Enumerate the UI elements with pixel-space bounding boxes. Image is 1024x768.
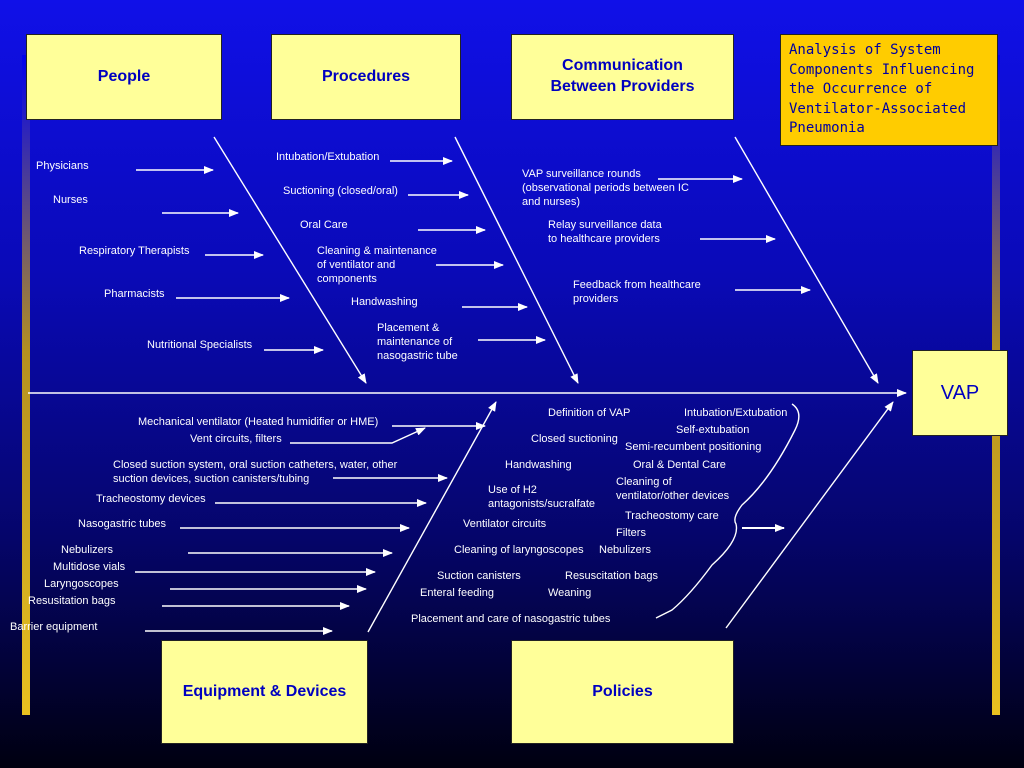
policies-item: Tracheostomy care — [625, 510, 719, 522]
people-bone — [213, 136, 367, 384]
policies-bone — [725, 401, 894, 629]
procedures-item: Handwashing — [351, 296, 418, 308]
people-item: Respiratory Therapists — [79, 245, 190, 257]
policies-item: Cleaning of ventilator/other devices — [616, 476, 730, 502]
category-policies: Policies — [511, 640, 734, 744]
policies-item: Nebulizers — [599, 544, 651, 556]
equipment-item: Multidose vials — [53, 561, 126, 573]
policies-item: Placement and care of nasogastric tubes — [411, 613, 611, 625]
category-communication: Communication Between Providers — [511, 34, 734, 120]
policies-item: Use of H2 antagonists/sucralfate — [488, 484, 596, 510]
equipment-item: Tracheostomy devices — [96, 493, 206, 505]
equipment-item: Laryngoscopes — [44, 578, 119, 590]
category-procedures-label: Procedures — [321, 67, 411, 85]
diagram-title: Analysis of System Components Influencin… — [780, 34, 998, 146]
category-equipment-label: Equipment & Devices — [182, 682, 347, 700]
category-people: People — [26, 34, 222, 120]
category-people-label: People — [97, 67, 151, 85]
people-item: Nurses — [53, 194, 88, 206]
equipment-item: Nebulizers — [61, 544, 113, 556]
policies-item: Intubation/Extubation — [684, 407, 788, 419]
procedures-item: Suctioning (closed/oral) — [283, 185, 398, 197]
people-item: Physicians — [36, 160, 89, 172]
policies-item: Filters — [616, 527, 646, 539]
equipment-item: Nasogastric tubes — [78, 518, 167, 530]
policies-item: Closed suctioning — [531, 433, 618, 445]
procedures-item: Cleaning & maintenance of ventilator and… — [317, 245, 437, 285]
communication-item: Relay surveillance data to healthcare pr… — [548, 219, 662, 245]
communication-item: VAP surveillance rounds (observational p… — [522, 168, 689, 208]
procedures-bone — [454, 136, 579, 384]
policies-item: Handwashing — [505, 459, 572, 471]
policies-item: Definition of VAP — [548, 407, 631, 419]
equipment-bone — [367, 401, 497, 633]
equipment-item: Closed suction system, oral suction cath… — [113, 459, 398, 485]
equipment-item: Vent circuits, filters — [190, 433, 282, 445]
policies-item: Oral & Dental Care — [633, 459, 726, 471]
equipment-item: Resusitation bags — [28, 595, 116, 607]
effect-vap: VAP — [912, 350, 1008, 436]
category-equipment: Equipment & Devices — [161, 640, 368, 744]
policies-item: Resuscitation bags — [565, 570, 658, 582]
policies-item: Cleaning of laryngoscopes — [454, 544, 584, 556]
policies-item: Suction canisters — [437, 570, 521, 582]
left-decor-bar — [22, 55, 30, 715]
equipment-item: Mechanical ventilator (Heated humidifier… — [138, 416, 379, 428]
people-item: Pharmacists — [104, 288, 165, 300]
equipment-item: Barrier equipment — [10, 621, 98, 633]
policies-item: Enteral feeding — [420, 587, 494, 599]
procedures-item: Oral Care — [300, 219, 348, 231]
category-procedures: Procedures — [271, 34, 461, 120]
effect-vap-label: VAP — [940, 381, 980, 404]
procedures-item: Placement & maintenance of nasogastric t… — [377, 322, 458, 362]
people-item: Nutritional Specialists — [147, 339, 253, 351]
policies-item: Semi-recumbent positioning — [625, 441, 762, 453]
category-communication-label: Communication Between Providers — [550, 57, 695, 95]
policies-item: Weaning — [548, 587, 592, 599]
procedures-item: Intubation/Extubation — [276, 151, 380, 163]
policies-brace — [655, 403, 800, 619]
category-policies-label: Policies — [592, 682, 653, 700]
communication-item: Feedback from healthcare providers — [573, 279, 701, 305]
policies-item: Ventilator circuits — [463, 518, 547, 530]
communication-bone — [734, 136, 879, 384]
policies-item: Self-extubation — [676, 424, 750, 436]
